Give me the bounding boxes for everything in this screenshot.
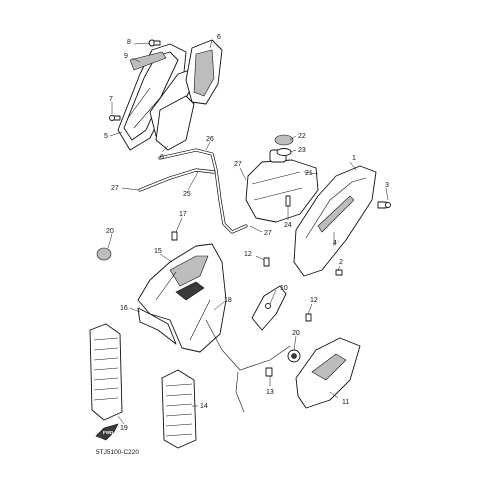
radiator-shroud bbox=[137, 243, 227, 353]
bolt-8 bbox=[148, 39, 161, 47]
bolt-2 bbox=[335, 269, 343, 276]
callout-4: 4 bbox=[333, 240, 337, 247]
grommet-20-left bbox=[96, 247, 112, 261]
callout-25: 25 bbox=[183, 191, 191, 198]
callout-11: 11 bbox=[342, 399, 349, 406]
callout-24: 24 bbox=[284, 222, 292, 229]
callout-6-bottom: 6 bbox=[160, 154, 164, 161]
grommet-20-right bbox=[287, 349, 301, 363]
leader-lines bbox=[107, 39, 389, 425]
radiator-grille-19 bbox=[89, 323, 123, 421]
callout-8: 8 bbox=[127, 39, 131, 46]
bolt-7 bbox=[109, 115, 121, 121]
callout-12-right: 12 bbox=[310, 297, 318, 304]
front-arrow: FWD bbox=[95, 423, 119, 441]
callout-5: 5 bbox=[104, 133, 108, 140]
callout-23: 23 bbox=[298, 147, 306, 154]
callout-16: 16 bbox=[120, 305, 128, 312]
bracket-10 bbox=[251, 285, 287, 331]
callout-19: 19 bbox=[120, 425, 128, 432]
callout-18: 18 bbox=[224, 297, 232, 304]
callout-22: 22 bbox=[298, 133, 306, 140]
callout-7: 7 bbox=[109, 96, 113, 103]
callout-labels: 1 2 3 4 5 6 6 7 8 9 10 11 12 12 13 14 15… bbox=[104, 34, 389, 432]
bolt-24 bbox=[285, 195, 291, 207]
callout-20-right: 20 bbox=[292, 330, 300, 337]
bolt-12-left bbox=[263, 257, 270, 267]
wire-harness bbox=[205, 319, 291, 413]
callout-21: 21 bbox=[305, 170, 313, 177]
diagram-code: 5TJ5100-C220 bbox=[96, 449, 139, 456]
callout-6-top: 6 bbox=[217, 34, 221, 41]
callout-9: 9 bbox=[124, 53, 128, 60]
callout-26: 26 bbox=[206, 136, 214, 143]
callout-13: 13 bbox=[266, 389, 274, 396]
callout-20-left: 20 bbox=[106, 228, 114, 235]
callout-27-top: 27 bbox=[234, 161, 242, 168]
breather-hose bbox=[138, 148, 248, 234]
bolt-12-right bbox=[305, 313, 312, 322]
left-side-cover-assembly bbox=[117, 39, 223, 151]
right-side-cover bbox=[293, 165, 377, 277]
tank-cap bbox=[274, 134, 294, 156]
front-arrow-label: FWD bbox=[103, 430, 114, 435]
radiator-grille-14 bbox=[161, 369, 197, 449]
bolt-17 bbox=[171, 231, 178, 241]
callout-17: 17 bbox=[179, 211, 187, 218]
callout-10: 10 bbox=[280, 285, 288, 292]
callout-27-left: 27 bbox=[111, 185, 119, 192]
callout-2: 2 bbox=[339, 259, 343, 266]
callout-12-left: 12 bbox=[244, 251, 252, 258]
reservoir-tank bbox=[245, 149, 319, 223]
callout-27-mid: 27 bbox=[264, 230, 272, 237]
callout-3: 3 bbox=[385, 182, 389, 189]
callout-1: 1 bbox=[352, 155, 356, 162]
bolt-3 bbox=[377, 201, 391, 209]
callout-14: 14 bbox=[200, 403, 208, 410]
side-guard-11 bbox=[295, 337, 361, 409]
callout-15: 15 bbox=[154, 248, 162, 255]
